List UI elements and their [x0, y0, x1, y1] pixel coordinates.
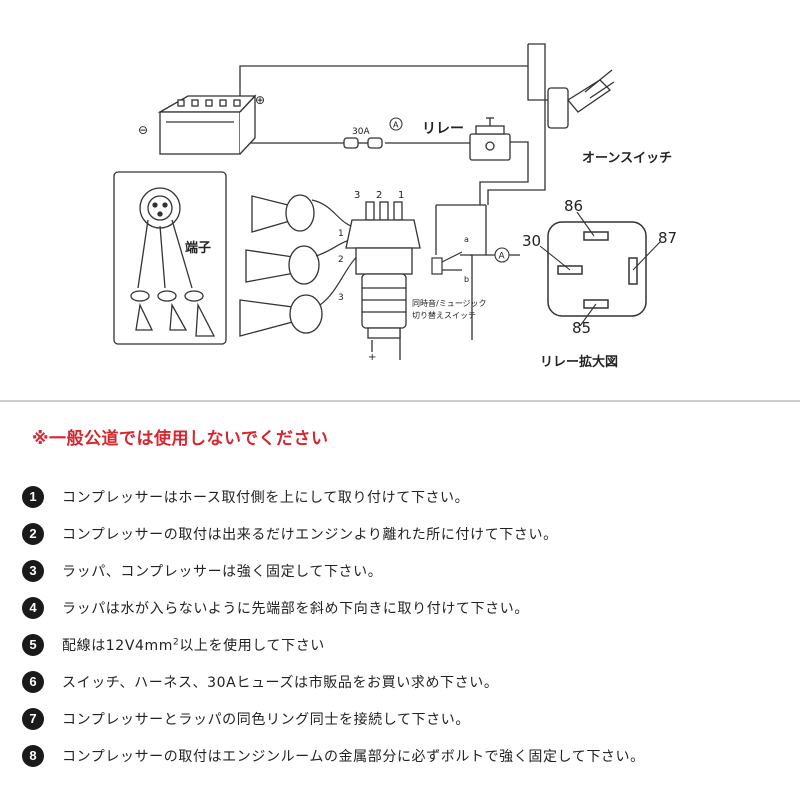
mode-switch-label-2: 切り替えスイッチ: [412, 310, 476, 320]
wiring-diagram: ⊕ ⊖ 30A A A リレー オーンスイッチ: [113, 43, 677, 370]
switch-position-a: a: [464, 235, 469, 244]
note-number-badge: 7: [22, 707, 44, 730]
horn-trumpet: [239, 294, 323, 337]
relay: [469, 117, 511, 161]
note-number-badge: 6: [22, 670, 44, 693]
note-text: コンプレッサーはホース取付側を上にして取り付けて下さい。: [62, 489, 470, 506]
switch-position-b: b: [464, 275, 469, 284]
road-use-warning: ※一般公道では使用しないでください: [32, 429, 329, 449]
horn-trumpet: [245, 245, 320, 285]
compressor-terminal-3: 3: [354, 190, 360, 201]
note-number-badge: 2: [22, 522, 44, 545]
note-number-badge: 4: [22, 596, 44, 619]
battery-plus-symbol: ⊕: [255, 93, 265, 107]
air-compressor: [345, 201, 421, 339]
section-divider: [0, 400, 800, 402]
horn-number-2: 2: [338, 255, 344, 265]
note-number-badge: 3: [22, 559, 44, 582]
list-item: 1 コンプレッサーはホース取付側を上にして取り付けて下さい。: [22, 478, 792, 515]
note-text: スイッチ、ハーネス、30Aヒューズは市販品をお買い求め下さい。: [62, 674, 499, 691]
horn-number-1: 1: [338, 229, 344, 239]
horn-trumpet: [251, 194, 315, 233]
relay-detail: [547, 221, 647, 317]
fuse-rating-label: 30A: [352, 127, 370, 137]
note-number-badge: 8: [22, 744, 44, 767]
list-item: 7 コンプレッサーとラッパの同色リング同士を接続して下さい。: [22, 700, 792, 737]
relay-pin-30: 30: [522, 232, 541, 250]
list-item: 2 コンプレッサーの取付は出来るだけエンジンより離れた所に付けて下さい。: [22, 515, 792, 552]
battery-minus-symbol: ⊖: [138, 123, 148, 137]
installation-notes: 1 コンプレッサーはホース取付側を上にして取り付けて下さい。 2 コンプレッサー…: [22, 478, 792, 774]
note-number-badge: 5: [22, 633, 44, 656]
battery: [157, 94, 257, 155]
compressor-terminal-2: 2: [376, 190, 382, 201]
note-text: コンプレッサーの取付は出来るだけエンジンより離れた所に付けて下さい。: [62, 526, 558, 543]
note-text-part: 配線は12V4mm: [62, 637, 173, 654]
ammeter-icon: A: [494, 247, 510, 263]
list-item: 6 スイッチ、ハーネス、30Aヒューズは市販品をお買い求め下さい。: [22, 663, 792, 700]
note-text: ラッパは水が入らないように先端部を斜め下向きに取り付けて下さい。: [62, 600, 529, 617]
list-item: 3 ラッパ、コンプレッサーは強く固定して下さい。: [22, 552, 792, 589]
note-text: 配線は12V4mm2以上を使用して下さい: [62, 635, 325, 655]
fuse: [343, 137, 383, 149]
list-item: 8 コンプレッサーの取付はエンジンルームの金属部分に必ずボルトで強く固定して下さ…: [22, 737, 792, 774]
note-text: ラッパ、コンプレッサーは強く固定して下さい。: [62, 563, 383, 580]
relay-detail-label: リレー拡大図: [540, 354, 618, 370]
terminal-label: 端子: [185, 240, 211, 256]
terminal-detail-box: [113, 171, 227, 345]
note-text: コンプレッサーの取付はエンジンルームの金属部分に必ずボルトで強く固定して下さい。: [62, 748, 645, 765]
horn-number-3: 3: [338, 293, 344, 303]
svg-text:A: A: [393, 121, 399, 130]
relay-pin-87: 87: [658, 229, 677, 247]
note-number-badge: 1: [22, 485, 44, 508]
compressor-terminal-1: 1: [398, 190, 404, 201]
relay-pin-85: 85: [572, 319, 591, 337]
horn-switch: [547, 69, 615, 129]
on-switch-label: オーンスイッチ: [582, 151, 672, 166]
relay-pin-86: 86: [564, 197, 583, 215]
note-text: コンプレッサーとラッパの同色リング同士を接続して下さい。: [62, 711, 470, 728]
mode-switch: [431, 251, 463, 275]
svg-text:A: A: [499, 252, 506, 262]
ammeter-icon: A: [389, 117, 403, 131]
ground-symbol: +: [368, 352, 376, 363]
superscript-squared: 2: [172, 636, 180, 647]
list-item: 4 ラッパは水が入らないように先端部を斜め下向きに取り付けて下さい。: [22, 589, 792, 626]
note-text-part: 以上を使用して下さい: [179, 637, 325, 654]
relay-label: リレー: [422, 121, 464, 137]
mode-switch-label: 同時音/ミュージック: [412, 298, 487, 308]
list-item: 5 配線は12V4mm2以上を使用して下さい: [22, 626, 792, 663]
